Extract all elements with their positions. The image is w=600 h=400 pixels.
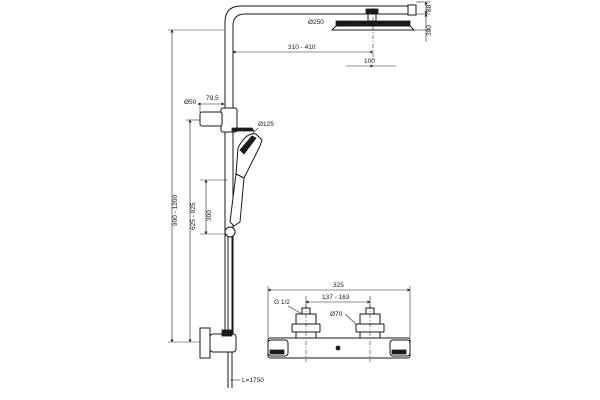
arm-end [407, 4, 417, 16]
dim-head-offset: 100 [346, 58, 396, 68]
valve-body-side [209, 333, 237, 353]
valve-outlet [335, 345, 341, 351]
head-nut [365, 8, 379, 15]
holder-diameter-label: Ø50 [184, 99, 197, 106]
dim-handshower-length: 300 [200, 179, 228, 235]
holder-cup [231, 127, 255, 132]
inlet-centres-label: 137 - 163 [322, 294, 350, 301]
handshower-diameter-label: Ø125 [258, 121, 274, 128]
inlet-diameter-label: Ø70 [330, 311, 343, 318]
hand-shower [224, 133, 263, 238]
riser-pipe [224, 5, 415, 340]
valve-outlet-side [221, 329, 233, 337]
dim-rail-height: 625 - 925 [186, 119, 200, 343]
holder-projection-label: 79,5 [206, 95, 219, 102]
slide-holder [199, 107, 255, 133]
hand-shower-handle [229, 173, 245, 227]
dim-inlet-diameter: Ø70 [330, 311, 357, 325]
hose-length-label: L=1750 [242, 377, 264, 384]
dim-head-thickness: 88 [416, 1, 433, 15]
dim-arm-reach: 310 - 410 [232, 44, 374, 54]
dim-inlet-thread: G 1/2 [274, 299, 303, 315]
dim-holder: Ø50 79,5 [184, 95, 225, 112]
valve-width-label: 325 [333, 282, 344, 289]
hose-connector [224, 226, 236, 238]
inlet-thread-label: G 1/2 [274, 299, 290, 306]
temperature-handle-cap [269, 349, 285, 355]
flow-handle-cap [391, 349, 407, 355]
head-diameter-label: Ø250 [308, 19, 324, 26]
head-offset-label: 100 [364, 58, 375, 65]
overall-height-label: 900 - 1200 [172, 195, 179, 226]
holder-arm [199, 111, 223, 127]
dim-head-diameter: Ø250 [308, 19, 348, 26]
dim-overall-height: 900 - 1200 [168, 29, 224, 343]
dim-handshower-diameter: Ø125 [251, 121, 274, 135]
arm-reach-label: 310 - 410 [288, 44, 316, 51]
head-connector [367, 13, 377, 22]
head-thickness-label: 88 [426, 4, 433, 12]
dim-valve-width: 325 [267, 282, 411, 338]
valve-side-view [199, 327, 237, 359]
shower-column [224, 4, 417, 340]
dim-hose-length: L=1750 [230, 377, 264, 384]
head-drop-label: 300 [426, 25, 433, 36]
handshower-length-label: 300 [206, 210, 213, 221]
wall-plate-side [199, 327, 211, 359]
hand-shower-face [239, 135, 257, 155]
rail-height-label: 625 - 925 [190, 202, 197, 230]
hose [227, 236, 233, 388]
dim-head-drop: 300 [414, 13, 433, 42]
dim-inlet-centres: 137 - 163 [305, 294, 371, 308]
